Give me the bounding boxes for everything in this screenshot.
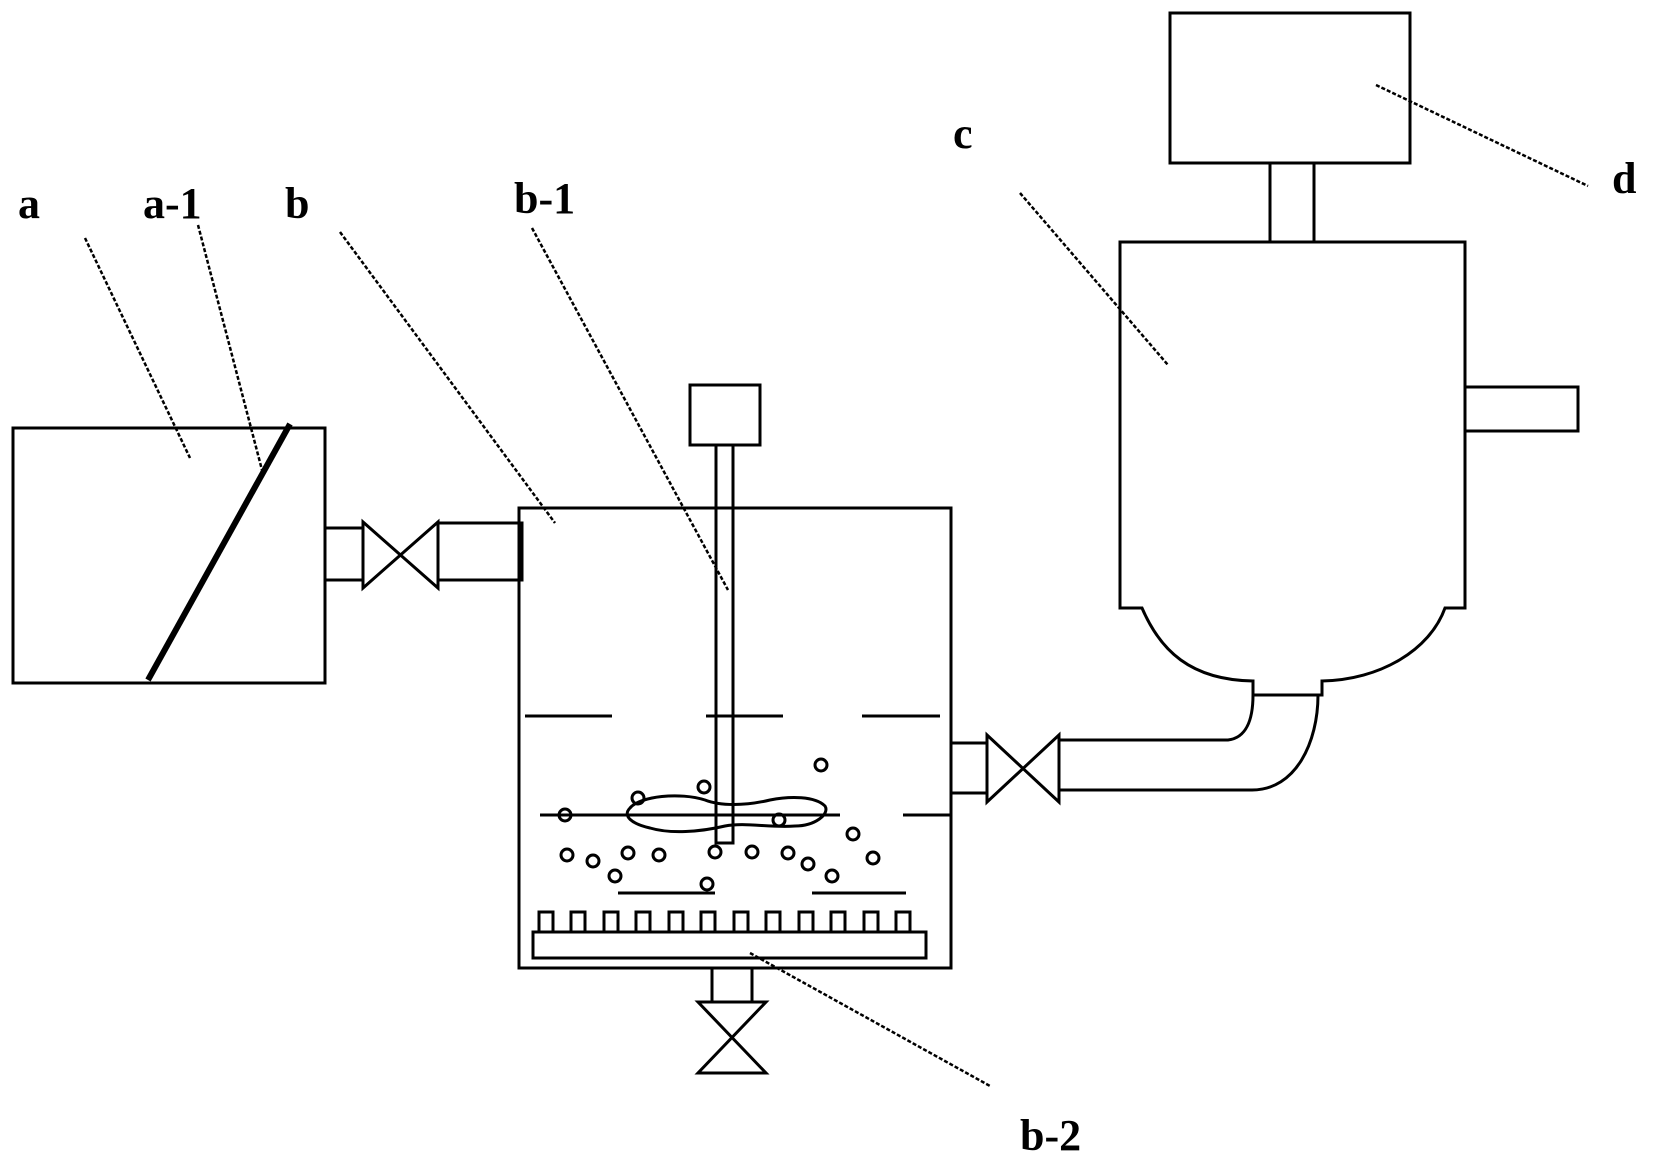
valve-b-c	[985, 731, 1061, 806]
leader-b-2	[749, 951, 991, 1088]
stirrer-shaft-b-1	[714, 443, 735, 845]
unit-d-box	[1168, 11, 1412, 165]
leader-a	[83, 237, 192, 459]
label-b: b	[285, 179, 309, 228]
leader-b	[338, 231, 557, 524]
tank-b	[517, 383, 953, 1075]
leader-d	[1375, 83, 1589, 188]
label-b-1: b-1	[514, 174, 575, 223]
unit-a	[11, 422, 327, 685]
pipe-b-to-c	[949, 693, 1320, 806]
leader-c	[1019, 192, 1169, 366]
leader-lines	[83, 83, 1589, 1088]
leader-b-1	[530, 227, 730, 591]
floc-cluster	[625, 794, 828, 834]
aeration-plate-b-2	[531, 910, 928, 960]
pipe-a-to-b	[323, 518, 524, 592]
connector-c-d	[1268, 161, 1316, 244]
tank-b-body	[517, 506, 953, 970]
stirrer-motor	[688, 383, 762, 447]
label-a: a	[18, 179, 40, 228]
vessel-c-side-outlet	[1463, 385, 1580, 433]
slanted-plate-a-1	[145, 422, 293, 682]
label-b-2: b-2	[1020, 1111, 1081, 1160]
bottom-outlet-pipe	[710, 966, 754, 1004]
leader-a-1	[196, 224, 264, 471]
label-d: d	[1612, 154, 1636, 203]
vessel-c-body	[1118, 240, 1467, 697]
vessel-c	[1118, 161, 1580, 697]
liquid-level-lines	[525, 714, 950, 895]
bottom-valve	[694, 1000, 770, 1075]
label-c: c	[953, 109, 973, 158]
label-a-1: a-1	[143, 179, 202, 228]
bubbles	[557, 757, 881, 892]
valve-a-b	[361, 518, 440, 592]
